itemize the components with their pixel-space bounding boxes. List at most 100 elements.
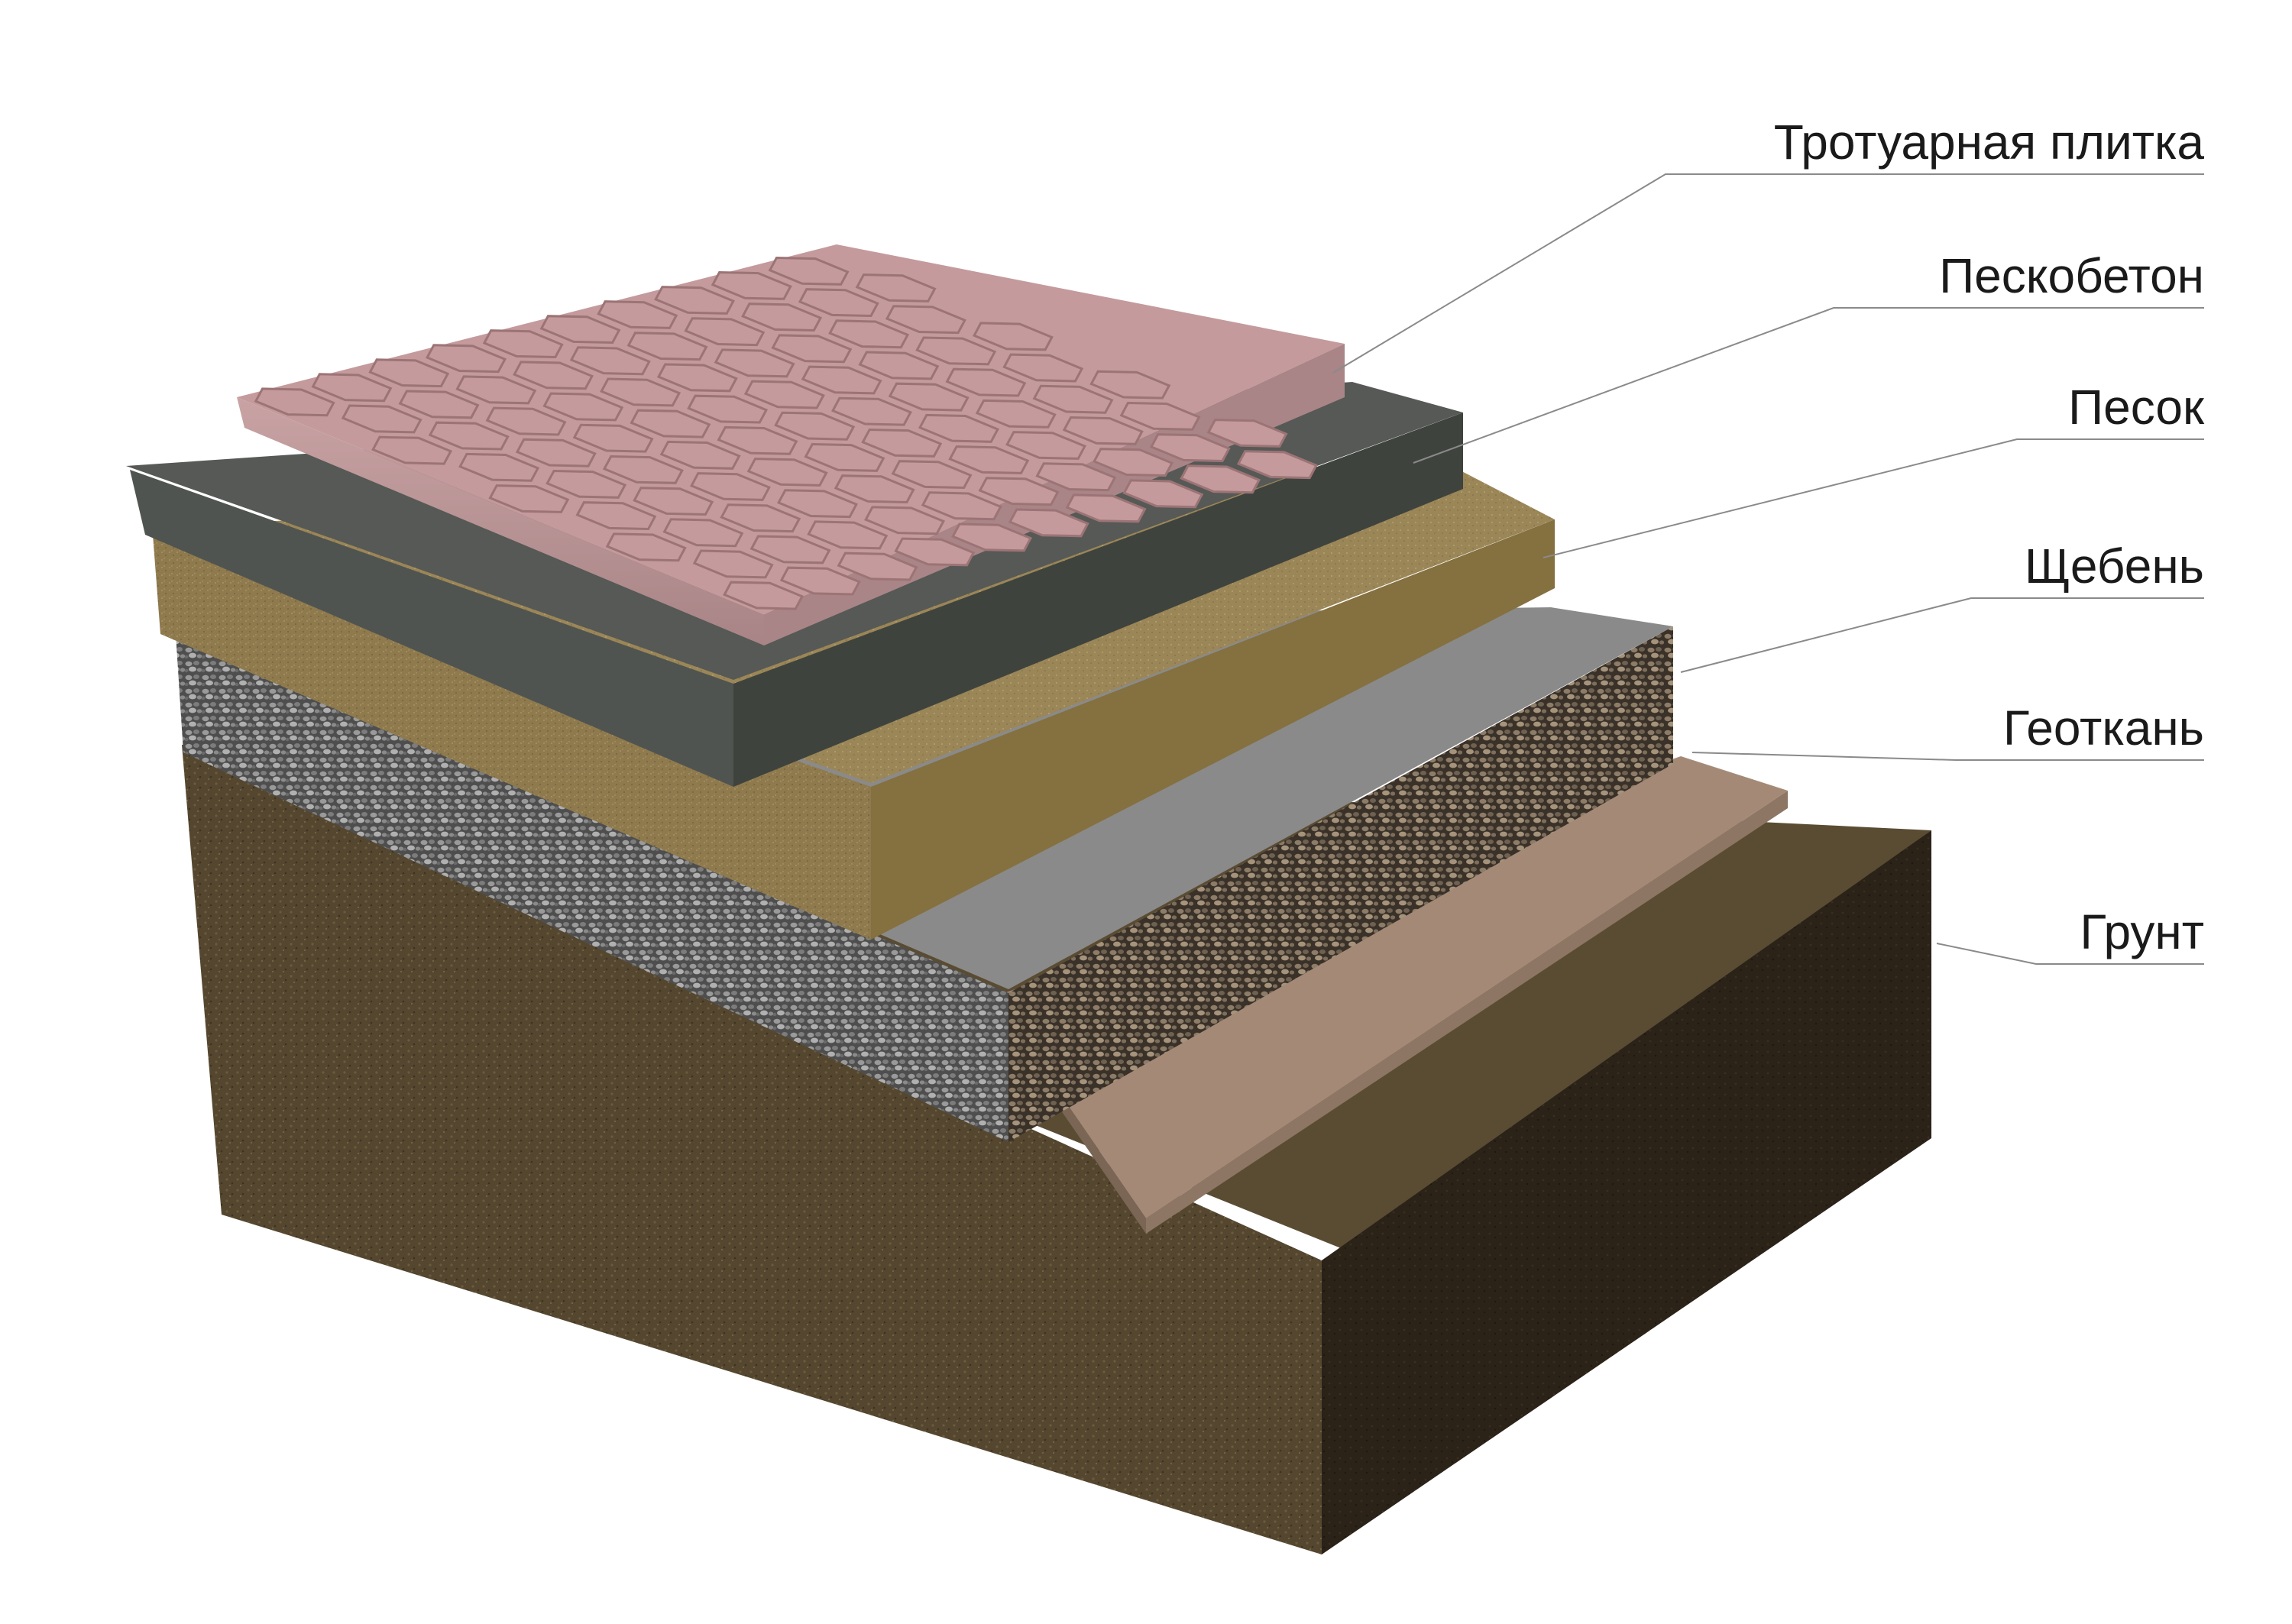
geotextile-top <box>993 756 1788 1218</box>
leader-line-sand <box>1543 438 2204 558</box>
leader-lines <box>1332 173 2204 965</box>
hex-paving-tile <box>1032 384 1114 414</box>
hex-paving-tile <box>1035 462 1117 492</box>
hex-paving-tile <box>368 358 450 388</box>
sand-concrete-right-face <box>733 412 1463 787</box>
hex-paving-tile <box>687 394 769 424</box>
hex-paving-tile <box>539 315 621 345</box>
hex-paving-tile <box>692 549 774 579</box>
leader-line-geotextile <box>1691 752 2204 761</box>
leader-line-soil <box>1936 943 2204 965</box>
hex-paving-tile <box>807 520 889 550</box>
hex-paving-tile <box>830 396 912 426</box>
label-geotextile: Геоткань <box>2003 700 2204 755</box>
hex-paving-tile <box>656 363 738 393</box>
hex-paving-tile <box>455 375 537 405</box>
tile-block-front-face <box>237 397 764 645</box>
hex-paving-tile <box>626 332 708 361</box>
hex-paving-tile <box>1119 401 1201 431</box>
hex-paving-tile <box>837 552 918 581</box>
hex-paving-tile <box>684 317 766 347</box>
hex-paving-tile <box>1236 450 1318 480</box>
hex-paving-tile <box>545 469 627 499</box>
hex-paving-tile <box>951 522 1033 552</box>
hex-paving-tile <box>1002 353 1084 383</box>
hex-paving-tile <box>894 537 976 567</box>
hex-paving-tile <box>689 472 771 501</box>
hex-paving-tile <box>254 387 335 417</box>
hex-paving-tile <box>975 399 1057 429</box>
hex-paving-tile <box>633 487 714 516</box>
sand-right-face <box>871 519 1555 940</box>
hex-paving-tile <box>855 273 937 302</box>
hex-paving-tile <box>749 535 831 565</box>
hex-paving-tile <box>1093 448 1174 477</box>
hex-paving-tile <box>768 256 850 286</box>
hex-paving-tile <box>858 351 940 380</box>
hex-paving-tile <box>311 373 393 403</box>
hex-paving-tile <box>779 566 861 596</box>
hex-paving-tile <box>891 460 973 490</box>
hex-paving-tile <box>458 452 540 482</box>
label-sand-concrete: Пескобетон <box>1939 248 2204 303</box>
hex-tile-grid <box>254 256 1318 610</box>
hex-paving-tile <box>341 404 422 434</box>
hex-paving-tile <box>428 421 510 451</box>
hex-paving-tile <box>575 501 657 531</box>
hex-paving-tile <box>918 413 1000 443</box>
hex-paving-tile <box>482 329 564 359</box>
hex-paving-tile <box>771 334 853 364</box>
hex-paving-tile <box>828 319 910 349</box>
hex-paving-tile <box>630 409 711 438</box>
hex-paving-tile <box>746 458 828 487</box>
soil-front-face <box>182 745 1322 1554</box>
hex-paving-tile <box>654 286 736 315</box>
hex-paving-tile <box>600 377 681 407</box>
hex-paving-tile <box>885 305 966 335</box>
hex-paving-tile <box>717 425 798 455</box>
hex-paving-tile <box>1065 493 1147 523</box>
hex-paving-tile <box>1122 479 1204 509</box>
hex-paving-tile <box>1062 416 1144 445</box>
hex-paving-tile <box>834 474 915 504</box>
hex-paving-tile <box>743 380 825 409</box>
hex-paving-tile <box>948 445 1030 474</box>
hex-paving-tile <box>1206 419 1288 448</box>
hex-paving-tile <box>921 491 1002 521</box>
hex-paving-tile <box>972 322 1054 351</box>
hex-paving-tile <box>371 435 453 465</box>
gravel-front-face <box>176 634 1008 1142</box>
label-gravel: Щебень <box>2025 539 2204 594</box>
sand-concrete-front-face <box>130 470 733 787</box>
leader-line-gravel <box>1680 597 2204 673</box>
hex-paving-tile <box>602 455 684 484</box>
callout-labels: Тротуарная плитка Пескобетон Песок Щебен… <box>1774 115 2205 959</box>
hex-paving-tile <box>945 367 1027 397</box>
hex-paving-tile <box>1089 370 1171 400</box>
hex-paving-tile <box>659 440 741 470</box>
hex-paving-tile <box>801 365 882 395</box>
hex-paving-tile <box>569 346 651 376</box>
hex-paving-tile <box>1008 508 1089 538</box>
hex-paving-tile <box>720 503 801 533</box>
hex-paving-tile <box>398 390 480 419</box>
hex-paving-tile <box>515 438 597 467</box>
paving-tile-layer <box>237 244 1345 645</box>
hex-paving-tile <box>804 442 885 472</box>
label-soil: Грунт <box>2080 904 2204 959</box>
hex-paving-tile <box>776 489 859 519</box>
hex-paving-tile <box>741 302 823 332</box>
geotextile-right-edge <box>1146 791 1788 1234</box>
hex-paving-tile <box>662 518 744 548</box>
hex-paving-tile <box>1005 431 1087 460</box>
hex-paving-tile <box>798 288 879 318</box>
hex-paving-tile <box>864 506 946 535</box>
hex-paving-tile <box>597 300 678 329</box>
hex-paving-tile <box>888 382 970 412</box>
hex-paving-tile <box>542 392 624 422</box>
label-sand: Песок <box>2068 380 2205 435</box>
hex-paving-tile <box>714 348 795 378</box>
hex-paving-tile <box>978 477 1060 506</box>
